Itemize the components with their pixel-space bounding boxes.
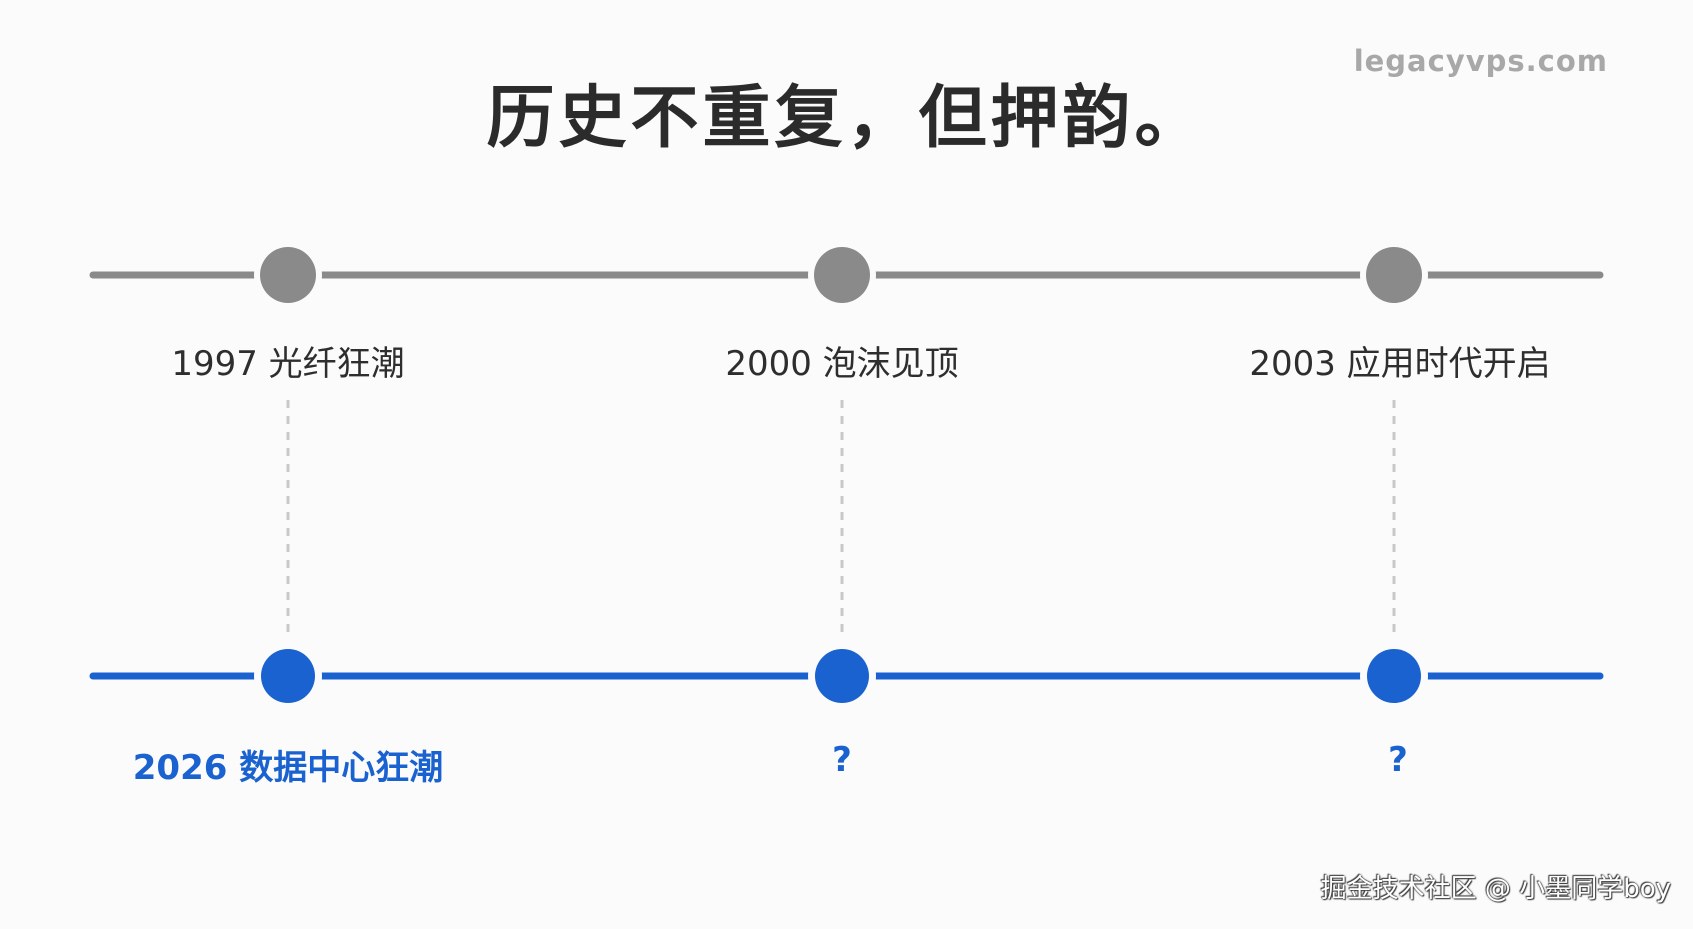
watermark-site: legacyvps.com: [1353, 44, 1608, 78]
history-node-2: [814, 247, 870, 303]
history-label-2000: 2000 泡沫见顶: [725, 344, 959, 384]
history-node-1: [260, 247, 316, 303]
present-label-2026: 2026 数据中心狂潮: [132, 748, 444, 788]
history-label-2003: 2003 应用时代开启: [1249, 344, 1551, 384]
page-title: 历史不重复，但押韵。: [486, 79, 1207, 158]
present-node-3: [1367, 649, 1421, 703]
present-node-1: [261, 649, 315, 703]
watermark-author: 掘金技术社区 @ 小墨同学boy: [1320, 874, 1671, 904]
present-node-2: [815, 649, 869, 703]
present-label-unknown-1: ?: [832, 740, 852, 780]
history-label-1997: 1997 光纤狂潮: [171, 344, 405, 384]
present-label-unknown-2: ?: [1388, 740, 1408, 780]
history-node-3: [1366, 247, 1422, 303]
